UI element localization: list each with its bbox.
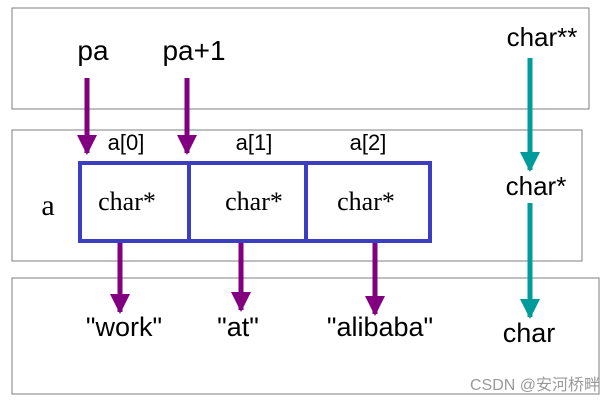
index-2-label: a[2] (350, 130, 387, 155)
watermark: CSDN @安河桥畔 (470, 376, 600, 394)
array-cell-2 (304, 161, 432, 243)
cell-2-text: char* (337, 187, 395, 216)
string-0-label: "work" (86, 312, 162, 342)
array-name-label: a (41, 189, 54, 222)
string-2-label: "alibaba" (327, 312, 433, 342)
index-1-label: a[1] (236, 130, 273, 155)
type-top-label: char** (507, 22, 578, 52)
top-box (11, 7, 590, 110)
string-1-label: "at" (217, 312, 259, 342)
type-bottom-label: char (503, 318, 556, 348)
type-middle-label: char* (506, 171, 567, 201)
cell-0-text: char* (98, 187, 156, 216)
pa-label: pa (77, 35, 109, 66)
bottom-box (11, 277, 600, 395)
middle-box (11, 129, 583, 262)
pa-plus-1-label: pa+1 (162, 35, 225, 66)
index-0-label: a[0] (108, 130, 145, 155)
cell-1-text: char* (225, 187, 283, 216)
